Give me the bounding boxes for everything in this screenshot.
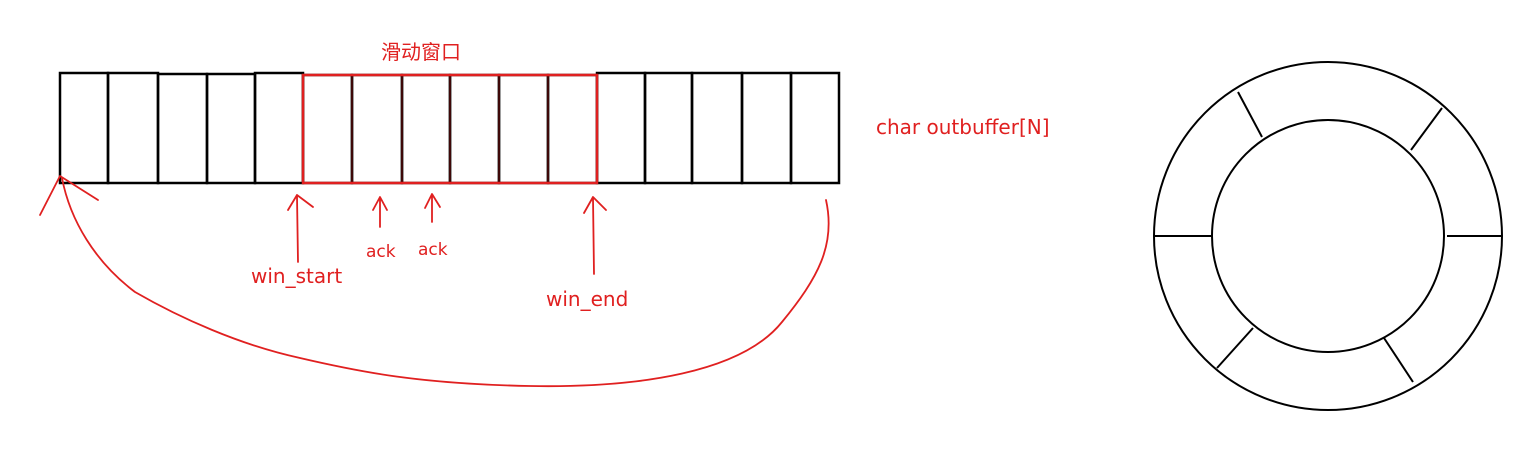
win-start-label: win_start [251, 264, 343, 288]
buffer-cell [156, 72, 209, 185]
buffer-cell [595, 71, 647, 185]
buffer-cell [546, 73, 599, 185]
buffer-cell [643, 71, 694, 185]
ack-arrow-2 [424, 193, 441, 223]
win-end-label: win_end [546, 287, 629, 311]
ring-buffer [1153, 61, 1503, 411]
ring-inner-circle [1211, 119, 1445, 353]
ack-label-2: ack [418, 240, 448, 260]
buffer-declaration-label: char outbuffer[N] [876, 115, 1050, 139]
annotation-arrows [39, 175, 830, 388]
sliding-window-dividers [351, 75, 549, 183]
buffer-cell [106, 71, 160, 185]
buffer-cell [497, 73, 550, 185]
buffer-cell [301, 73, 354, 185]
wrap-around-arrowhead [39, 175, 99, 216]
wrap-around-arrow [61, 177, 830, 388]
buffer-cell [740, 71, 793, 185]
buffer-cell [789, 71, 841, 185]
buffer-cell [350, 73, 404, 185]
buffer-cell [400, 73, 452, 185]
sliding-window-label: 滑动窗口 [381, 40, 461, 64]
buffer-cell [448, 73, 501, 185]
buffer-cell [58, 71, 110, 185]
ring-dividers [1155, 91, 1502, 383]
ack-arrow-1 [372, 196, 388, 228]
buffer-cell [205, 72, 257, 185]
ack-label-1: ack [366, 242, 396, 262]
buffer-cell [253, 71, 305, 185]
win-start-arrow [287, 194, 314, 263]
win-end-arrow [583, 196, 607, 275]
buffer-cell [690, 71, 744, 185]
